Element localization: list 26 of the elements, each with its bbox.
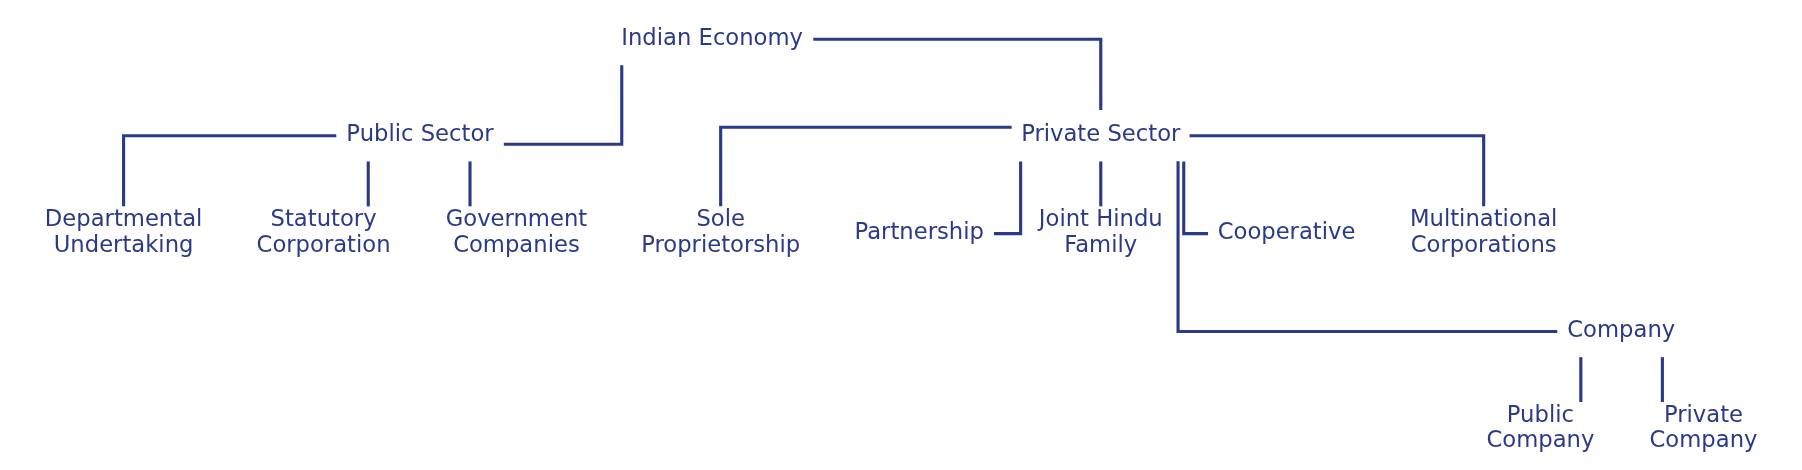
node-text: Public Sector <box>345 120 494 147</box>
connector <box>1176 161 1557 333</box>
connector <box>366 161 370 207</box>
connector <box>503 65 623 146</box>
node-text: Sole Proprietorship <box>640 205 800 257</box>
node-text: Company <box>1566 315 1675 342</box>
connector <box>1098 161 1102 207</box>
connector <box>718 125 1012 207</box>
node-text: Private Sector <box>1020 120 1180 147</box>
connector <box>1660 357 1664 403</box>
connector <box>121 134 336 207</box>
node-text: Cooperative <box>1217 217 1355 244</box>
connector <box>1578 357 1582 403</box>
node-text: Multinational Corporations <box>1409 205 1557 257</box>
node-text: Government Companies <box>445 205 587 257</box>
connector <box>812 37 1102 110</box>
connector <box>1181 161 1208 236</box>
node-text: Partnership <box>854 217 984 244</box>
node-text: Statutory Corporation <box>256 205 391 257</box>
connector <box>1189 134 1485 207</box>
node-text: Public Company <box>1485 400 1594 453</box>
node-text: Private Company <box>1649 400 1757 453</box>
node-text: Departmental Undertaking <box>44 205 202 257</box>
connector <box>467 161 472 207</box>
node-text: Joint Hindu Family <box>1038 205 1163 257</box>
node-text: Indian Economy <box>620 23 803 50</box>
